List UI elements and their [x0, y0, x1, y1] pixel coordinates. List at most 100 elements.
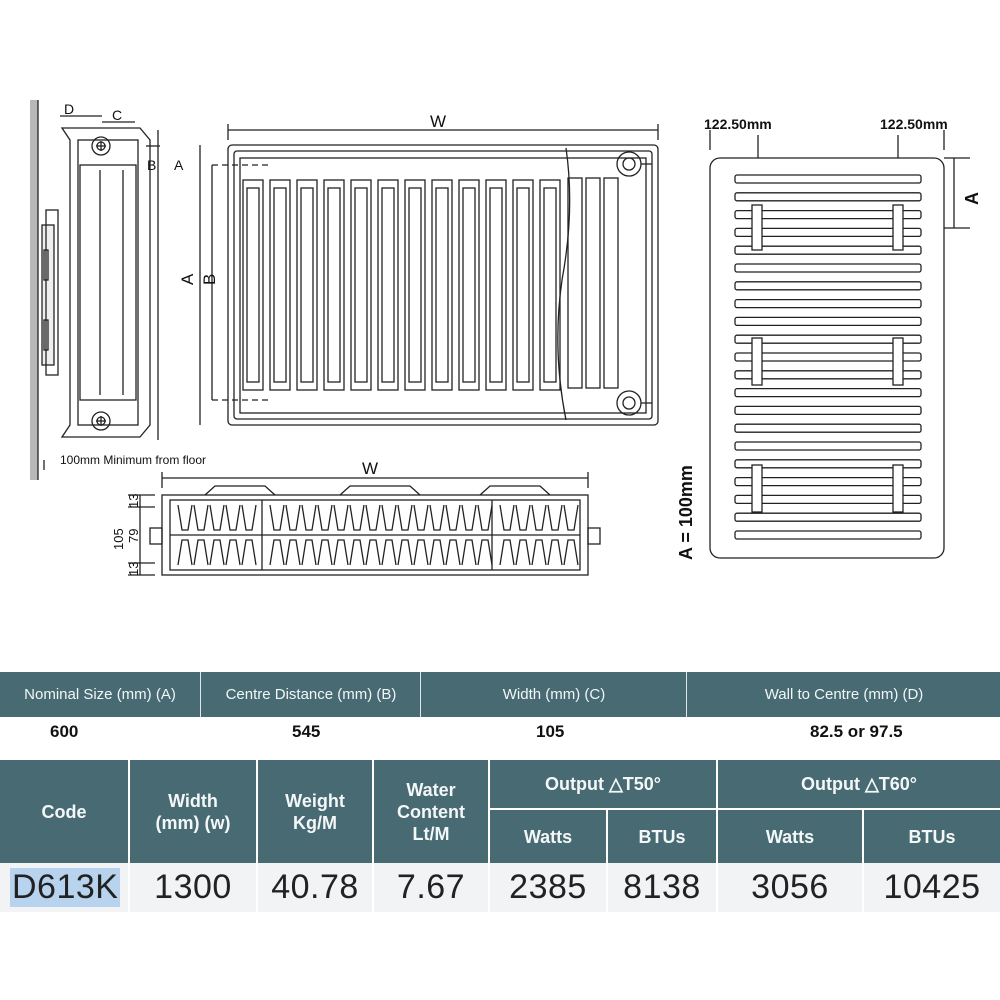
- top-fin-upper: [499, 504, 515, 531]
- radiator-technical-drawing: D C B A 100mm Minimum from floor W A B W…: [30, 100, 982, 576]
- front-flute-inner: [516, 187, 530, 383]
- horizontal-bar: [734, 494, 922, 505]
- top-fin-lower: [477, 539, 493, 566]
- front-flute: [350, 179, 372, 391]
- front-flute-inner: [327, 187, 341, 383]
- front-flute: [323, 179, 345, 391]
- mounting-bracket-left: [751, 464, 763, 513]
- front-label-a: A: [178, 273, 197, 285]
- top-fin-lower: [547, 539, 563, 566]
- top-fin-upper: [301, 504, 317, 531]
- spec-header-output-t60: Output △T60°: [718, 760, 1000, 810]
- top-fin-upper: [177, 504, 193, 531]
- dim-header-centre-distance: Centre Distance (mm) (B): [202, 672, 421, 717]
- top-fin-lower: [499, 539, 515, 566]
- horizontal-bar: [734, 227, 922, 238]
- top-fin-lower: [225, 539, 241, 566]
- top-fin-upper: [381, 504, 397, 531]
- horizontal-bar: [734, 530, 922, 540]
- top-fin-lower: [461, 539, 477, 566]
- spec-cell-btus-t60: 10425: [864, 863, 1000, 912]
- top-fin-upper: [333, 504, 349, 531]
- spec-header-watts-t60: Watts: [718, 810, 864, 863]
- top-fin-upper: [429, 504, 445, 531]
- top-fin-upper: [515, 504, 531, 531]
- bracket-left-offset: 122.50mm: [704, 116, 772, 132]
- top-fin-upper: [445, 504, 461, 531]
- top-fin-upper: [477, 504, 493, 531]
- top-fin-upper: [531, 504, 547, 531]
- spec-cell-water-content: 7.67: [374, 863, 490, 912]
- dim-header-wall-to-centre: Wall to Centre (mm) (D): [764, 686, 924, 703]
- horizontal-bar: [734, 334, 922, 344]
- front-flute: [512, 179, 534, 391]
- spec-header-btus-t50: BTUs: [608, 810, 718, 863]
- dim-header-nominal-size: Nominal Size (mm) (A): [0, 672, 201, 717]
- spec-table: Code Width (mm) (w) Weight Kg/M Water Co…: [0, 760, 1000, 912]
- bracket-view: [709, 130, 970, 559]
- top-fin-upper: [413, 504, 429, 531]
- front-view-flutes: [242, 179, 561, 391]
- top-fin-lower: [177, 539, 193, 566]
- horizontal-bar: [734, 405, 922, 416]
- spec-header-output-t50: Output △T50°: [490, 760, 718, 810]
- top-dim-13-top: 13: [126, 494, 141, 508]
- dim-value-nominal-size: 600: [50, 722, 79, 741]
- top-label-w: W: [362, 459, 378, 478]
- top-view: [128, 472, 601, 576]
- front-flute: [377, 179, 399, 391]
- horizontal-bar: [734, 441, 922, 451]
- top-fin-upper: [209, 504, 225, 531]
- horizontal-bar: [734, 476, 922, 487]
- spec-header-weight: Weight Kg/M: [258, 760, 374, 863]
- front-flute-inner: [246, 187, 260, 383]
- front-flute-inner: [300, 187, 314, 383]
- spec-header-code: Code: [0, 760, 130, 863]
- horizontal-bar: [734, 352, 922, 362]
- top-fin-lower: [445, 539, 461, 566]
- spec-cell-width: 1300: [130, 863, 258, 912]
- mounting-bracket-right: [892, 464, 904, 513]
- front-flute-inner: [408, 187, 422, 383]
- top-fin-upper: [285, 504, 301, 531]
- dim-header-width: Width (mm) (C): [422, 672, 687, 717]
- front-flute: [485, 179, 507, 391]
- top-fin-upper: [461, 504, 477, 531]
- top-dim-13-bottom: 13: [126, 562, 141, 576]
- top-fin-upper: [397, 504, 413, 531]
- top-fin-lower: [531, 539, 547, 566]
- top-fin-lower: [285, 539, 301, 566]
- spec-header-watts-t50: Watts: [490, 810, 608, 863]
- horizontal-bar: [734, 387, 922, 398]
- horizontal-bar: [734, 298, 922, 309]
- top-fin-upper: [269, 504, 285, 531]
- wall-strip: [30, 100, 38, 480]
- dim-value-wall-to-centre: 82.5 or 97.5: [810, 722, 903, 741]
- side-label-c: C: [112, 107, 122, 123]
- top-view-fins: [177, 504, 579, 566]
- top-fin-upper: [225, 504, 241, 531]
- top-fin-lower: [349, 539, 365, 566]
- dimensions-header-row: Nominal Size (mm) (A) Centre Distance (m…: [0, 672, 1000, 717]
- horizontal-bar: [734, 209, 922, 220]
- horizontal-bar: [734, 263, 922, 273]
- front-flute: [539, 179, 561, 391]
- horizontal-bar: [734, 512, 922, 522]
- dim-value-centre-distance: 545: [292, 722, 321, 741]
- bracket-right-offset: 122.50mm: [880, 116, 948, 132]
- horizontal-bar: [734, 316, 922, 327]
- horizontal-bar: [734, 281, 922, 291]
- top-fin-lower: [241, 539, 257, 566]
- spec-cell-watts-t50: 2385: [490, 863, 608, 912]
- front-flute-inner: [273, 187, 287, 383]
- bracket-view-bars: [734, 174, 922, 540]
- front-flute: [242, 179, 264, 391]
- top-fin-lower: [317, 539, 333, 566]
- side-view: [30, 100, 160, 480]
- top-fin-lower: [269, 539, 285, 566]
- horizontal-bar: [734, 370, 922, 380]
- mounting-bracket-left: [751, 337, 763, 386]
- top-fin-upper: [349, 504, 365, 531]
- top-fin-upper: [241, 504, 257, 531]
- side-label-d: D: [64, 101, 74, 117]
